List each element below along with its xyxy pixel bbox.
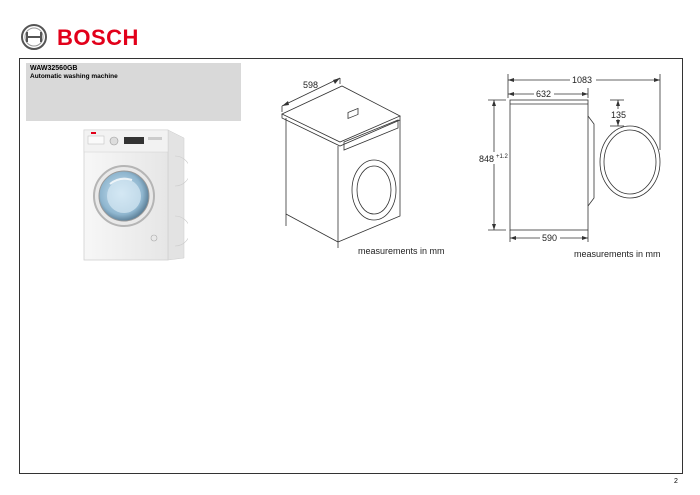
bosch-armature-icon [21, 24, 47, 50]
product-model: WAW32560GB [30, 65, 78, 72]
page-number: 2 [674, 478, 678, 485]
side-view-diagram: 1083 632 135 848 +1.2 590 [478, 74, 661, 243]
total-depth-label: 1083 [572, 75, 592, 85]
height-label: 848 [479, 154, 494, 164]
product-description: Automatic washing machine [30, 73, 118, 80]
body-depth-label: 632 [536, 89, 551, 99]
side-diagram-caption: measurements in mm [574, 249, 661, 259]
front-view-diagram: 598 [281, 77, 401, 248]
content-frame [19, 58, 683, 474]
washing-machine-image [83, 129, 188, 261]
height-note: +1.2 [496, 154, 509, 160]
product-header: WAW32560GB Automatic washing machine [26, 63, 241, 121]
front-width-label: 598 [303, 80, 318, 90]
front-diagram-caption: measurements in mm [358, 246, 445, 256]
brand-name: BOSCH [57, 25, 139, 50]
brand-logo: BOSCH [20, 24, 138, 50]
base-depth-label: 590 [542, 233, 557, 243]
door-offset-label: 135 [611, 110, 626, 120]
